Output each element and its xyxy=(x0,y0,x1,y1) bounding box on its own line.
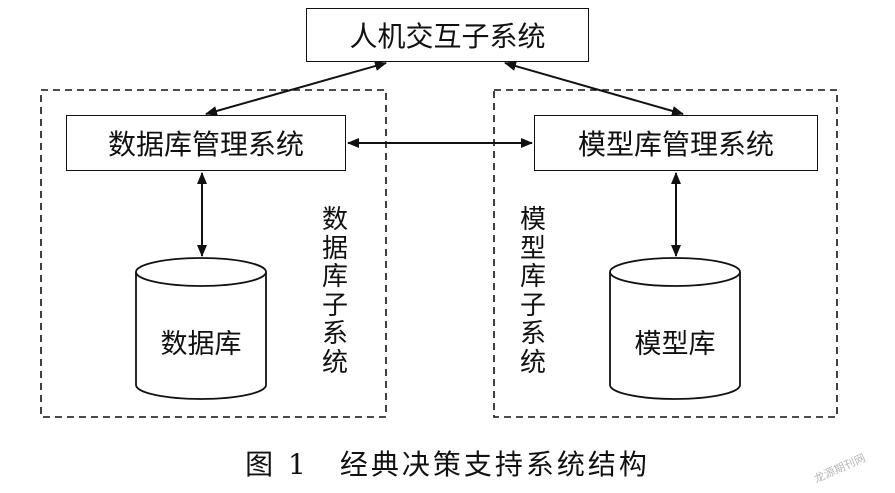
hci-subsystem-box: 人机交互子系统 xyxy=(306,8,589,62)
database-management-system-box: 数据库管理系统 xyxy=(66,115,346,171)
database-cylinder xyxy=(135,257,267,400)
database-label: 数据库 xyxy=(160,329,242,360)
hci-subsystem-label: 人机交互子系统 xyxy=(349,20,546,53)
model-base-management-system-label: 模型库管理系统 xyxy=(577,128,774,161)
arrow-hci-db-mgmt xyxy=(205,61,387,116)
arrow-hci-mb-mgmt xyxy=(504,61,684,116)
model-base-management-system-box: 模型库管理系统 xyxy=(534,115,818,171)
figure-caption: 图 1 经典决策支持系统结构 xyxy=(245,448,650,481)
model-base-cylinder xyxy=(609,257,741,400)
model-base-subsystem-label: 模型库子系统 xyxy=(519,205,546,378)
database-management-system-label: 数据库管理系统 xyxy=(107,128,304,161)
model-base-label: 模型库 xyxy=(634,329,716,360)
database-subsystem-label: 数据库子系统 xyxy=(321,205,348,378)
